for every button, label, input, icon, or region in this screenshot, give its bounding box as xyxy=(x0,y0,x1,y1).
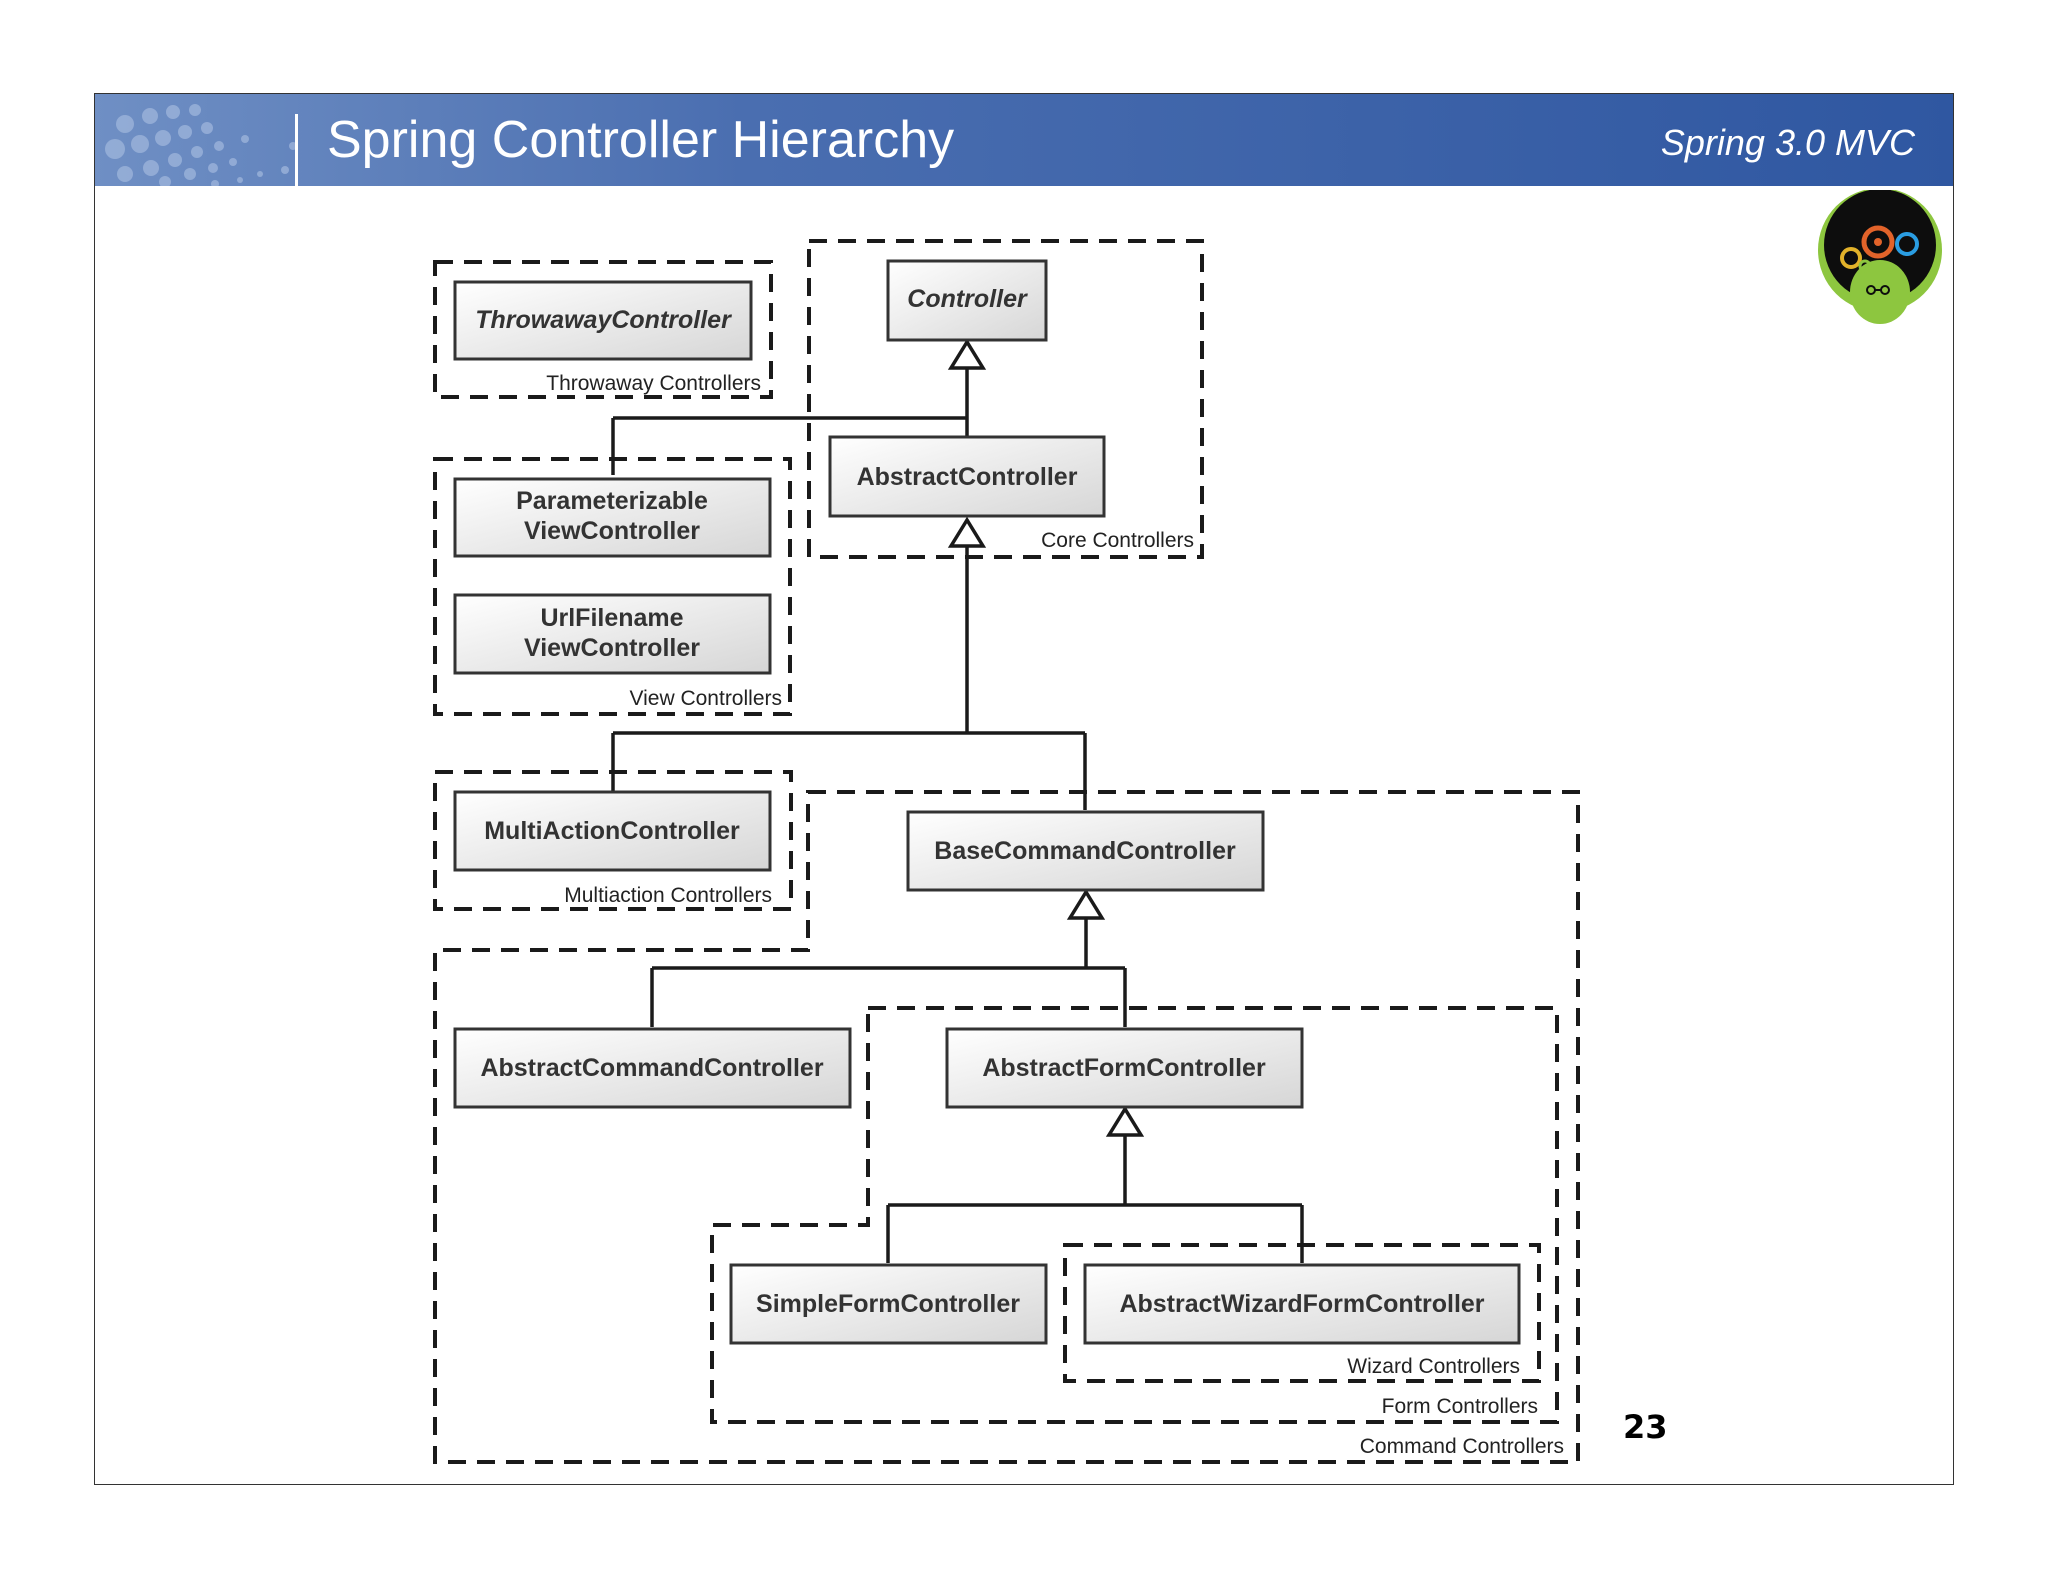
class-box-abstract-form xyxy=(945,1027,1304,1109)
package-core xyxy=(807,239,1204,559)
header-divider xyxy=(295,114,298,186)
class-parameterizable-line2: ViewController xyxy=(524,517,700,545)
class-simple-form-controller: SimpleFormController xyxy=(756,1290,1020,1318)
gears-head-logo-icon xyxy=(1818,190,1942,324)
class-controller: Controller xyxy=(907,285,1028,313)
page-subtitle: Spring 3.0 MVC xyxy=(1660,122,1915,163)
class-box-simple-form xyxy=(729,1263,1048,1345)
class-box-urlfilename xyxy=(453,593,772,675)
class-box-throwaway xyxy=(453,280,753,361)
package-throwaway xyxy=(433,260,773,399)
class-box-abstract-command xyxy=(453,1027,852,1109)
page-title: Spring Controller Hierarchy xyxy=(327,111,955,169)
dots-decoration xyxy=(105,104,297,186)
class-urlfilename-line2: ViewController xyxy=(524,634,700,662)
class-throwaway-controller: ThrowawayController xyxy=(475,306,732,334)
class-urlfilename-line1: UrlFilename xyxy=(540,604,683,632)
class-abstract-wizard-form-controller: AbstractWizardFormController xyxy=(1119,1290,1484,1318)
class-box-base-command xyxy=(906,810,1265,892)
class-box-abstract-controller xyxy=(828,435,1106,518)
package-label-throwaway: Throwaway Controllers xyxy=(546,372,761,395)
class-box-parameterizable xyxy=(453,477,772,558)
class-multiaction-controller: MultiActionController xyxy=(484,817,740,845)
package-label-wizard: Wizard Controllers xyxy=(1347,1355,1520,1378)
package-label-core: Core Controllers xyxy=(1041,529,1194,552)
class-abstract-controller: AbstractController xyxy=(857,463,1078,491)
class-base-command-controller: BaseCommandController xyxy=(934,837,1236,865)
package-label-view: View Controllers xyxy=(629,687,782,710)
package-label-multiaction: Multiaction Controllers xyxy=(564,884,772,907)
class-parameterizable-line1: Parameterizable xyxy=(516,487,708,515)
arrowhead-abstract-controller xyxy=(947,516,987,548)
arrowhead-abstract-form xyxy=(1105,1105,1145,1137)
class-box-controller xyxy=(886,259,1048,342)
arrowhead-base-command xyxy=(1066,888,1106,920)
package-label-form: Form Controllers xyxy=(1382,1395,1538,1418)
package-label-command: Command Controllers xyxy=(1360,1435,1564,1458)
class-box-abstract-wizard xyxy=(1083,1263,1521,1345)
slide-header: Spring Controller Hierarchy Spring 3.0 M… xyxy=(95,94,1953,186)
package-command xyxy=(433,790,1580,1464)
arrowhead-controller xyxy=(947,338,987,370)
class-abstract-form-controller: AbstractFormController xyxy=(982,1054,1266,1082)
class-box-multiaction xyxy=(453,790,772,872)
package-form xyxy=(710,1006,1559,1424)
page-number: 23 xyxy=(1623,1408,1668,1446)
class-abstract-command-controller: AbstractCommandController xyxy=(480,1054,823,1082)
